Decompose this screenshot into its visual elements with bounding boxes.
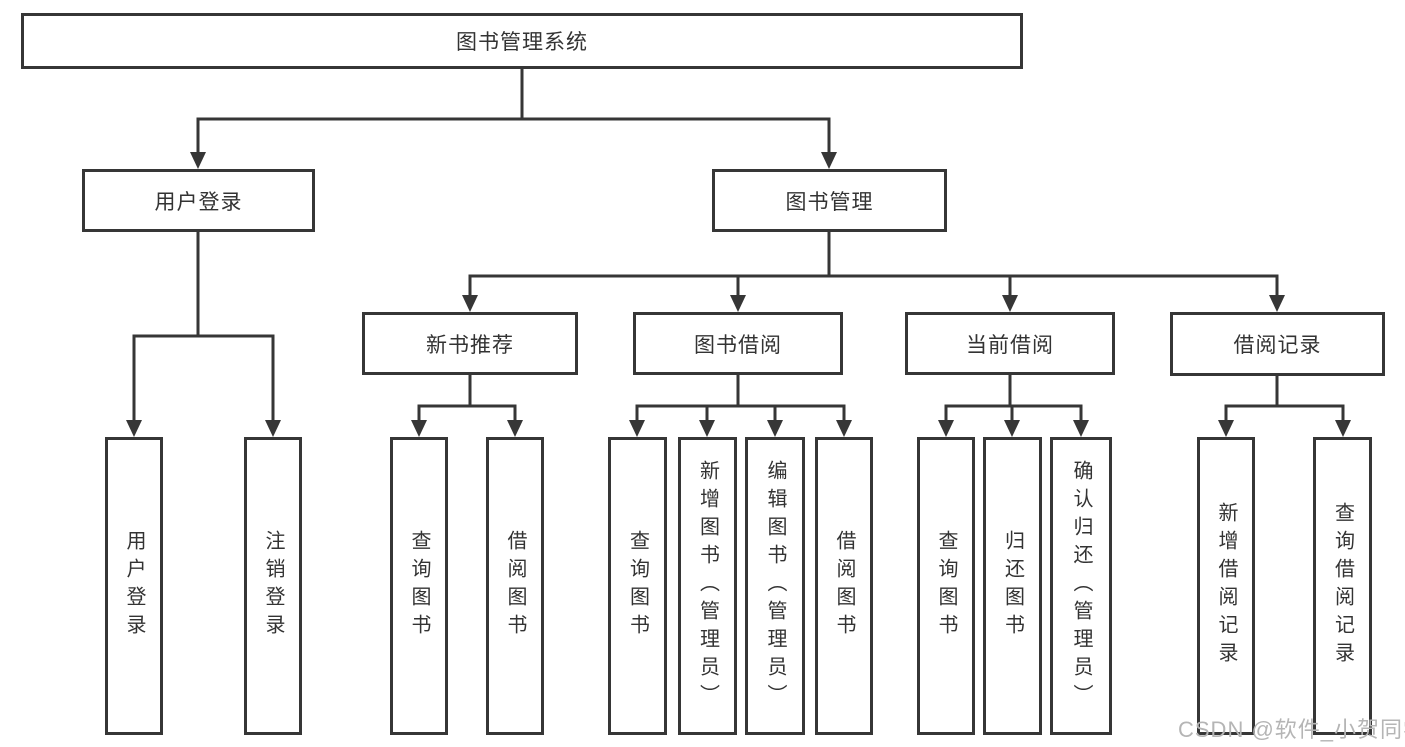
- node-label: 新书推荐: [426, 333, 514, 357]
- node-label: 借阅记录: [1233, 334, 1322, 357]
- node-label: 确认归还（管理员）: [1070, 460, 1092, 712]
- leaf-borrow-books-recommend: 借阅图书: [486, 437, 544, 735]
- leaf-user-login: 用户登录: [105, 437, 163, 735]
- node-label: 新增图书（管理员）: [696, 460, 719, 712]
- leaf-add-borrow-record: 新增借阅记录: [1197, 437, 1255, 735]
- node-borrow-records: 借阅记录: [1170, 312, 1385, 376]
- node-label: 注销登录: [262, 530, 284, 642]
- leaf-query-books-current: 查询图书: [917, 437, 975, 735]
- leaf-query-borrow-record: 查询借阅记录: [1313, 437, 1372, 735]
- node-label: 归还图书: [1001, 530, 1024, 642]
- node-label: 图书管理系统: [456, 31, 588, 54]
- node-label: 编辑图书（管理员）: [764, 460, 786, 712]
- leaf-edit-books-admin: 编辑图书（管理员）: [745, 437, 805, 735]
- leaf-return-books: 归还图书: [983, 437, 1042, 735]
- node-system-root: 图书管理系统: [21, 13, 1023, 69]
- node-label: 图书管理: [785, 190, 874, 214]
- node-label: 图书借阅: [694, 333, 782, 357]
- leaf-logout: 注销登录: [244, 437, 302, 735]
- node-label: 查询借阅记录: [1331, 502, 1354, 670]
- node-label: 借阅图书: [833, 530, 855, 642]
- node-current-borrow: 当前借阅: [905, 312, 1115, 375]
- node-new-book-recommend: 新书推荐: [362, 312, 578, 375]
- node-label: 查询图书: [626, 530, 649, 642]
- node-label: 查询图书: [935, 530, 957, 642]
- leaf-borrow-books: 借阅图书: [815, 437, 873, 735]
- leaf-query-books-recommend: 查询图书: [390, 437, 448, 735]
- leaf-query-books-borrow: 查询图书: [608, 437, 667, 735]
- node-label: 新增借阅记录: [1215, 502, 1237, 670]
- node-book-borrow: 图书借阅: [633, 312, 843, 375]
- leaf-confirm-return-admin: 确认归还（管理员）: [1050, 437, 1112, 735]
- node-label: 查询图书: [408, 530, 430, 642]
- node-label: 借阅图书: [504, 530, 526, 642]
- node-label: 用户登录: [154, 190, 243, 214]
- node-label: 用户登录: [123, 530, 145, 642]
- leaf-add-books-admin: 新增图书（管理员）: [678, 437, 737, 735]
- node-user-login: 用户登录: [82, 169, 315, 232]
- node-book-management: 图书管理: [712, 169, 947, 232]
- node-label: 当前借阅: [966, 333, 1054, 357]
- watermark: CSDN @软件_小贺同学: [1178, 717, 1405, 742]
